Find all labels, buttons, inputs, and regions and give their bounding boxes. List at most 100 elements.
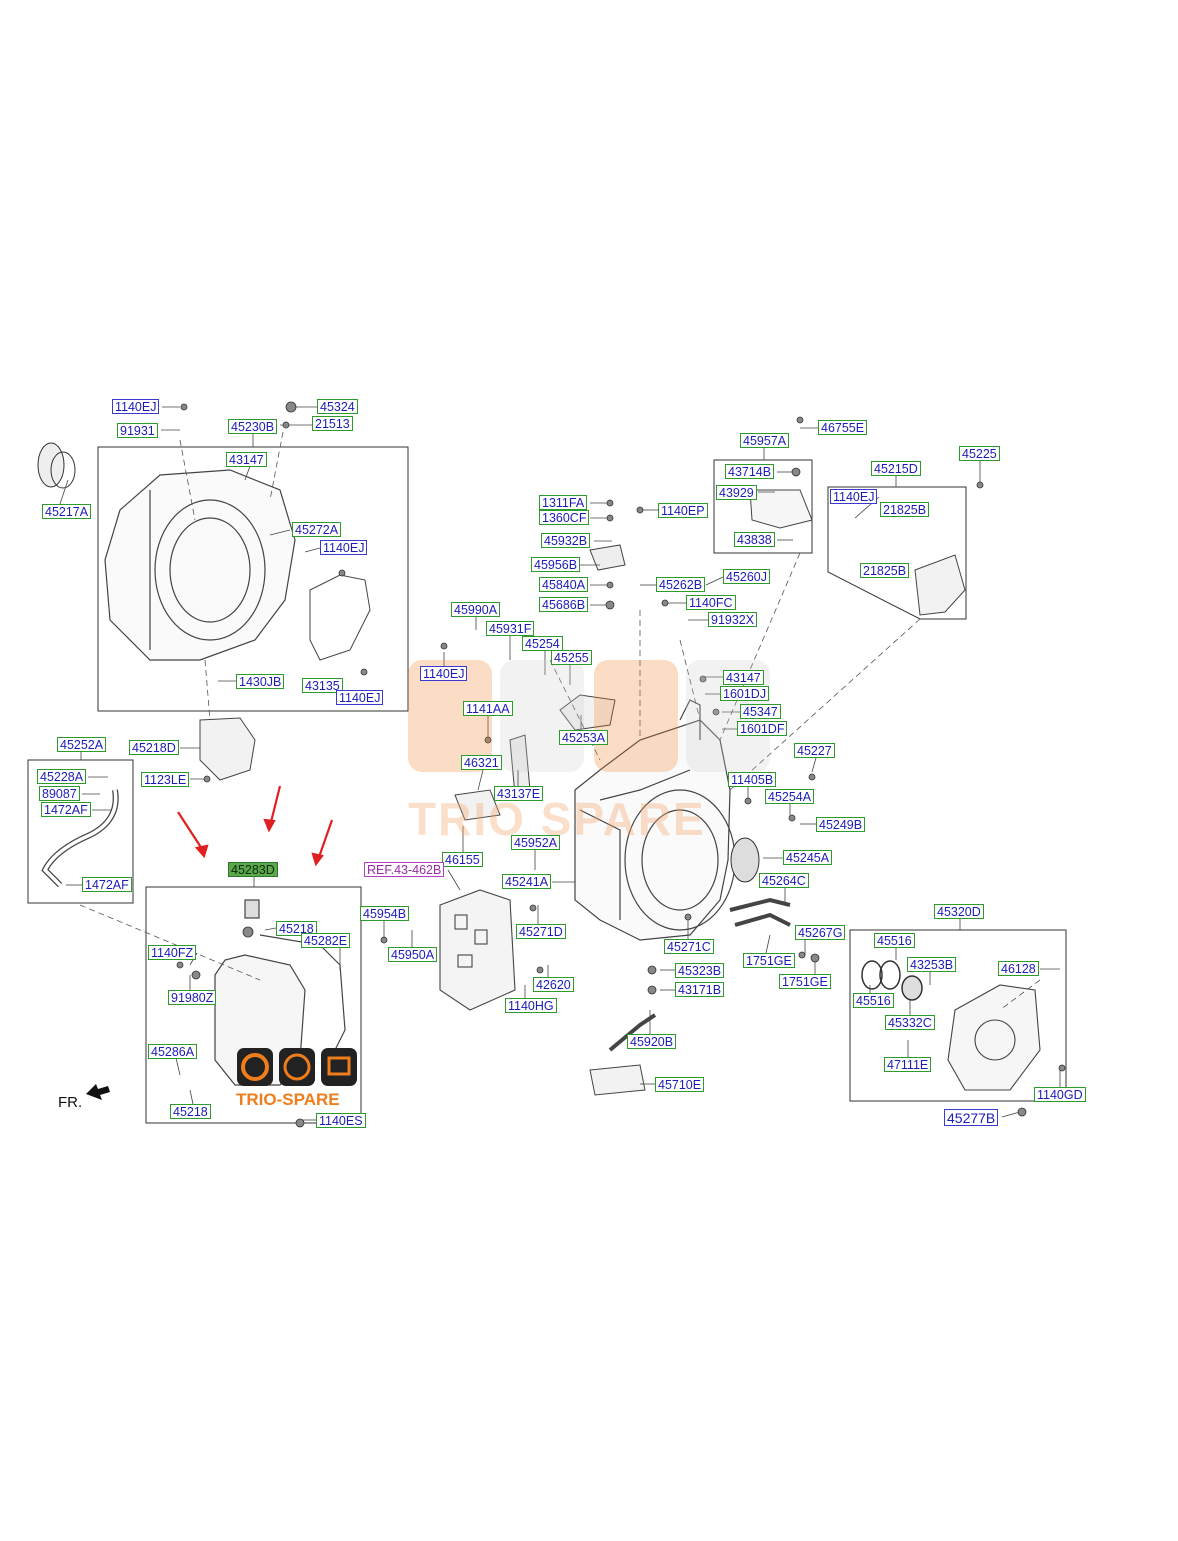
part-label-47111e[interactable]: 47111E — [884, 1057, 932, 1072]
part-label-43929[interactable]: 43929 — [716, 485, 757, 500]
part-label-45686b[interactable]: 45686B — [539, 597, 589, 612]
part-label-45253a[interactable]: 45253A — [559, 730, 609, 745]
o-rings — [861, 960, 923, 1001]
part-label-1140gd[interactable]: 1140GD — [1034, 1087, 1086, 1102]
part-label-45272a[interactable]: 45272A — [292, 522, 342, 537]
part-label-45710e[interactable]: 45710E — [655, 1077, 705, 1092]
part-label-45255[interactable]: 45255 — [551, 650, 592, 665]
part-label-45271d[interactable]: 45271D — [516, 924, 566, 939]
part-label-45271c[interactable]: 45271C — [664, 939, 714, 954]
oil-filter-46321 — [454, 789, 501, 821]
part-label-43253b[interactable]: 43253B — [907, 957, 957, 972]
part-label-43171b[interactable]: 43171B — [675, 982, 725, 997]
part-label-45932b[interactable]: 45932B — [541, 533, 591, 548]
part-label-45516[interactable]: 45516 — [874, 933, 915, 948]
part-label-45267g[interactable]: 45267G — [795, 925, 846, 940]
part-label-45931f[interactable]: 45931F — [486, 621, 535, 636]
part-label-91932x[interactable]: 91932X — [708, 612, 758, 627]
part-label-1140fz[interactable]: 1140FZ — [148, 945, 197, 960]
part-label-1140ej[interactable]: 1140EJ — [112, 399, 160, 414]
part-label-1140ej[interactable]: 1140EJ — [830, 489, 878, 504]
part-label-43135[interactable]: 43135 — [302, 678, 343, 693]
bracket-43929 — [749, 489, 813, 529]
part-label-46755e[interactable]: 46755E — [818, 420, 868, 435]
part-label-1140ep[interactable]: 1140EP — [658, 503, 708, 518]
part-label-46128[interactable]: 46128 — [998, 961, 1039, 976]
part-label-43137e[interactable]: 43137E — [494, 786, 544, 801]
part-label-45324[interactable]: 45324 — [317, 399, 358, 414]
part-label-45286a[interactable]: 45286A — [148, 1044, 198, 1059]
part-label-1601dj[interactable]: 1601DJ — [720, 686, 770, 701]
part-label-45840a[interactable]: 45840A — [539, 577, 589, 592]
part-label-1140es[interactable]: 1140ES — [316, 1113, 366, 1128]
part-label-45264c[interactable]: 45264C — [759, 873, 809, 888]
part-label-45990a[interactable]: 45990A — [451, 602, 501, 617]
part-label-91980z[interactable]: 91980Z — [168, 990, 217, 1005]
part-label-45218[interactable]: 45218 — [276, 921, 317, 936]
part-label-45218d[interactable]: 45218D — [129, 740, 179, 755]
part-label-1140ej[interactable]: 1140EJ — [320, 540, 368, 555]
part-label-45323b[interactable]: 45323B — [675, 963, 725, 978]
part-label-21825b[interactable]: 21825B — [880, 502, 930, 517]
part-label-45227[interactable]: 45227 — [794, 743, 835, 758]
part-label-45950a[interactable]: 45950A — [388, 947, 438, 962]
part-label-45254a[interactable]: 45254A — [765, 789, 815, 804]
part-label-1141aa[interactable]: 1141AA — [463, 701, 513, 716]
part-label-1140fc[interactable]: 1140FC — [686, 595, 736, 610]
part-label-1751ge[interactable]: 1751GE — [779, 974, 831, 989]
part-label-45320d[interactable]: 45320D — [934, 904, 984, 919]
part-label-91931[interactable]: 91931 — [117, 423, 158, 438]
part-label-43714b[interactable]: 43714B — [725, 464, 775, 479]
part-label-11405b[interactable]: 11405B — [728, 772, 777, 787]
part-label-45252a[interactable]: 45252A — [57, 737, 107, 752]
part-label-45254[interactable]: 45254 — [522, 636, 563, 651]
part-label-1140ej[interactable]: 1140EJ — [420, 666, 468, 681]
part-label-21825b[interactable]: 21825B — [860, 563, 910, 578]
part-label-45332c[interactable]: 45332C — [885, 1015, 935, 1030]
part-label-45241a[interactable]: 45241A — [502, 874, 552, 889]
part-label-1601df[interactable]: 1601DF — [737, 721, 788, 736]
part-label-45245a[interactable]: 45245A — [783, 850, 833, 865]
part-label-43147[interactable]: 43147 — [723, 670, 764, 685]
part-label-45225[interactable]: 45225 — [959, 446, 1000, 461]
part-label-45952a[interactable]: 45952A — [511, 835, 561, 850]
part-label-43838[interactable]: 43838 — [734, 532, 775, 547]
part-label-1430jb[interactable]: 1430JB — [236, 674, 285, 689]
part-label-45282e[interactable]: 45282E — [301, 933, 351, 948]
part-label-45347[interactable]: 45347 — [740, 704, 781, 719]
part-label-1311fa[interactable]: 1311FA — [539, 495, 588, 510]
part-label-42620[interactable]: 42620 — [533, 977, 574, 992]
detent-lever — [559, 694, 616, 731]
dashed-projection-lines — [79, 431, 1041, 1011]
part-label-ref-43-462b[interactable]: REF.43-462B — [364, 862, 445, 877]
part-label-45230b[interactable]: 45230B — [228, 419, 278, 434]
part-label-1140ej[interactable]: 1140EJ — [336, 690, 384, 705]
part-label-45262b[interactable]: 45262B — [656, 577, 706, 592]
part-label-21513[interactable]: 21513 — [312, 416, 353, 431]
part-label-45920b[interactable]: 45920B — [627, 1034, 677, 1049]
part-label-45956b[interactable]: 45956B — [531, 557, 581, 572]
part-label-45217a[interactable]: 45217A — [42, 504, 92, 519]
part-label-89087[interactable]: 89087 — [39, 786, 80, 801]
part-label-1472af[interactable]: 1472AF — [41, 802, 91, 817]
part-label-43147[interactable]: 43147 — [226, 452, 267, 467]
oil-seal-left-inner — [50, 451, 76, 489]
part-label-45249b[interactable]: 45249B — [816, 817, 866, 832]
part-label-1123le[interactable]: 1123LE — [141, 772, 190, 787]
part-label-45954b[interactable]: 45954B — [360, 906, 410, 921]
part-label-45957a[interactable]: 45957A — [740, 433, 790, 448]
part-label-1360cf[interactable]: 1360CF — [539, 510, 590, 525]
part-label-45283d[interactable]: 45283D — [228, 862, 278, 877]
part-label-1140hg[interactable]: 1140HG — [505, 998, 557, 1013]
part-label-45516[interactable]: 45516 — [853, 993, 894, 1008]
part-label-46155[interactable]: 46155 — [442, 852, 483, 867]
transmission-case — [574, 699, 736, 941]
part-label-45218[interactable]: 45218 — [170, 1104, 211, 1119]
part-label-45228a[interactable]: 45228A — [37, 769, 87, 784]
part-label-1472af[interactable]: 1472AF — [82, 877, 132, 892]
part-label-45260j[interactable]: 45260J — [723, 569, 771, 584]
part-label-45215d[interactable]: 45215D — [871, 461, 921, 476]
part-label-45277b[interactable]: 45277B — [944, 1109, 999, 1126]
part-label-46321[interactable]: 46321 — [461, 755, 502, 770]
part-label-1751ge[interactable]: 1751GE — [743, 953, 795, 968]
